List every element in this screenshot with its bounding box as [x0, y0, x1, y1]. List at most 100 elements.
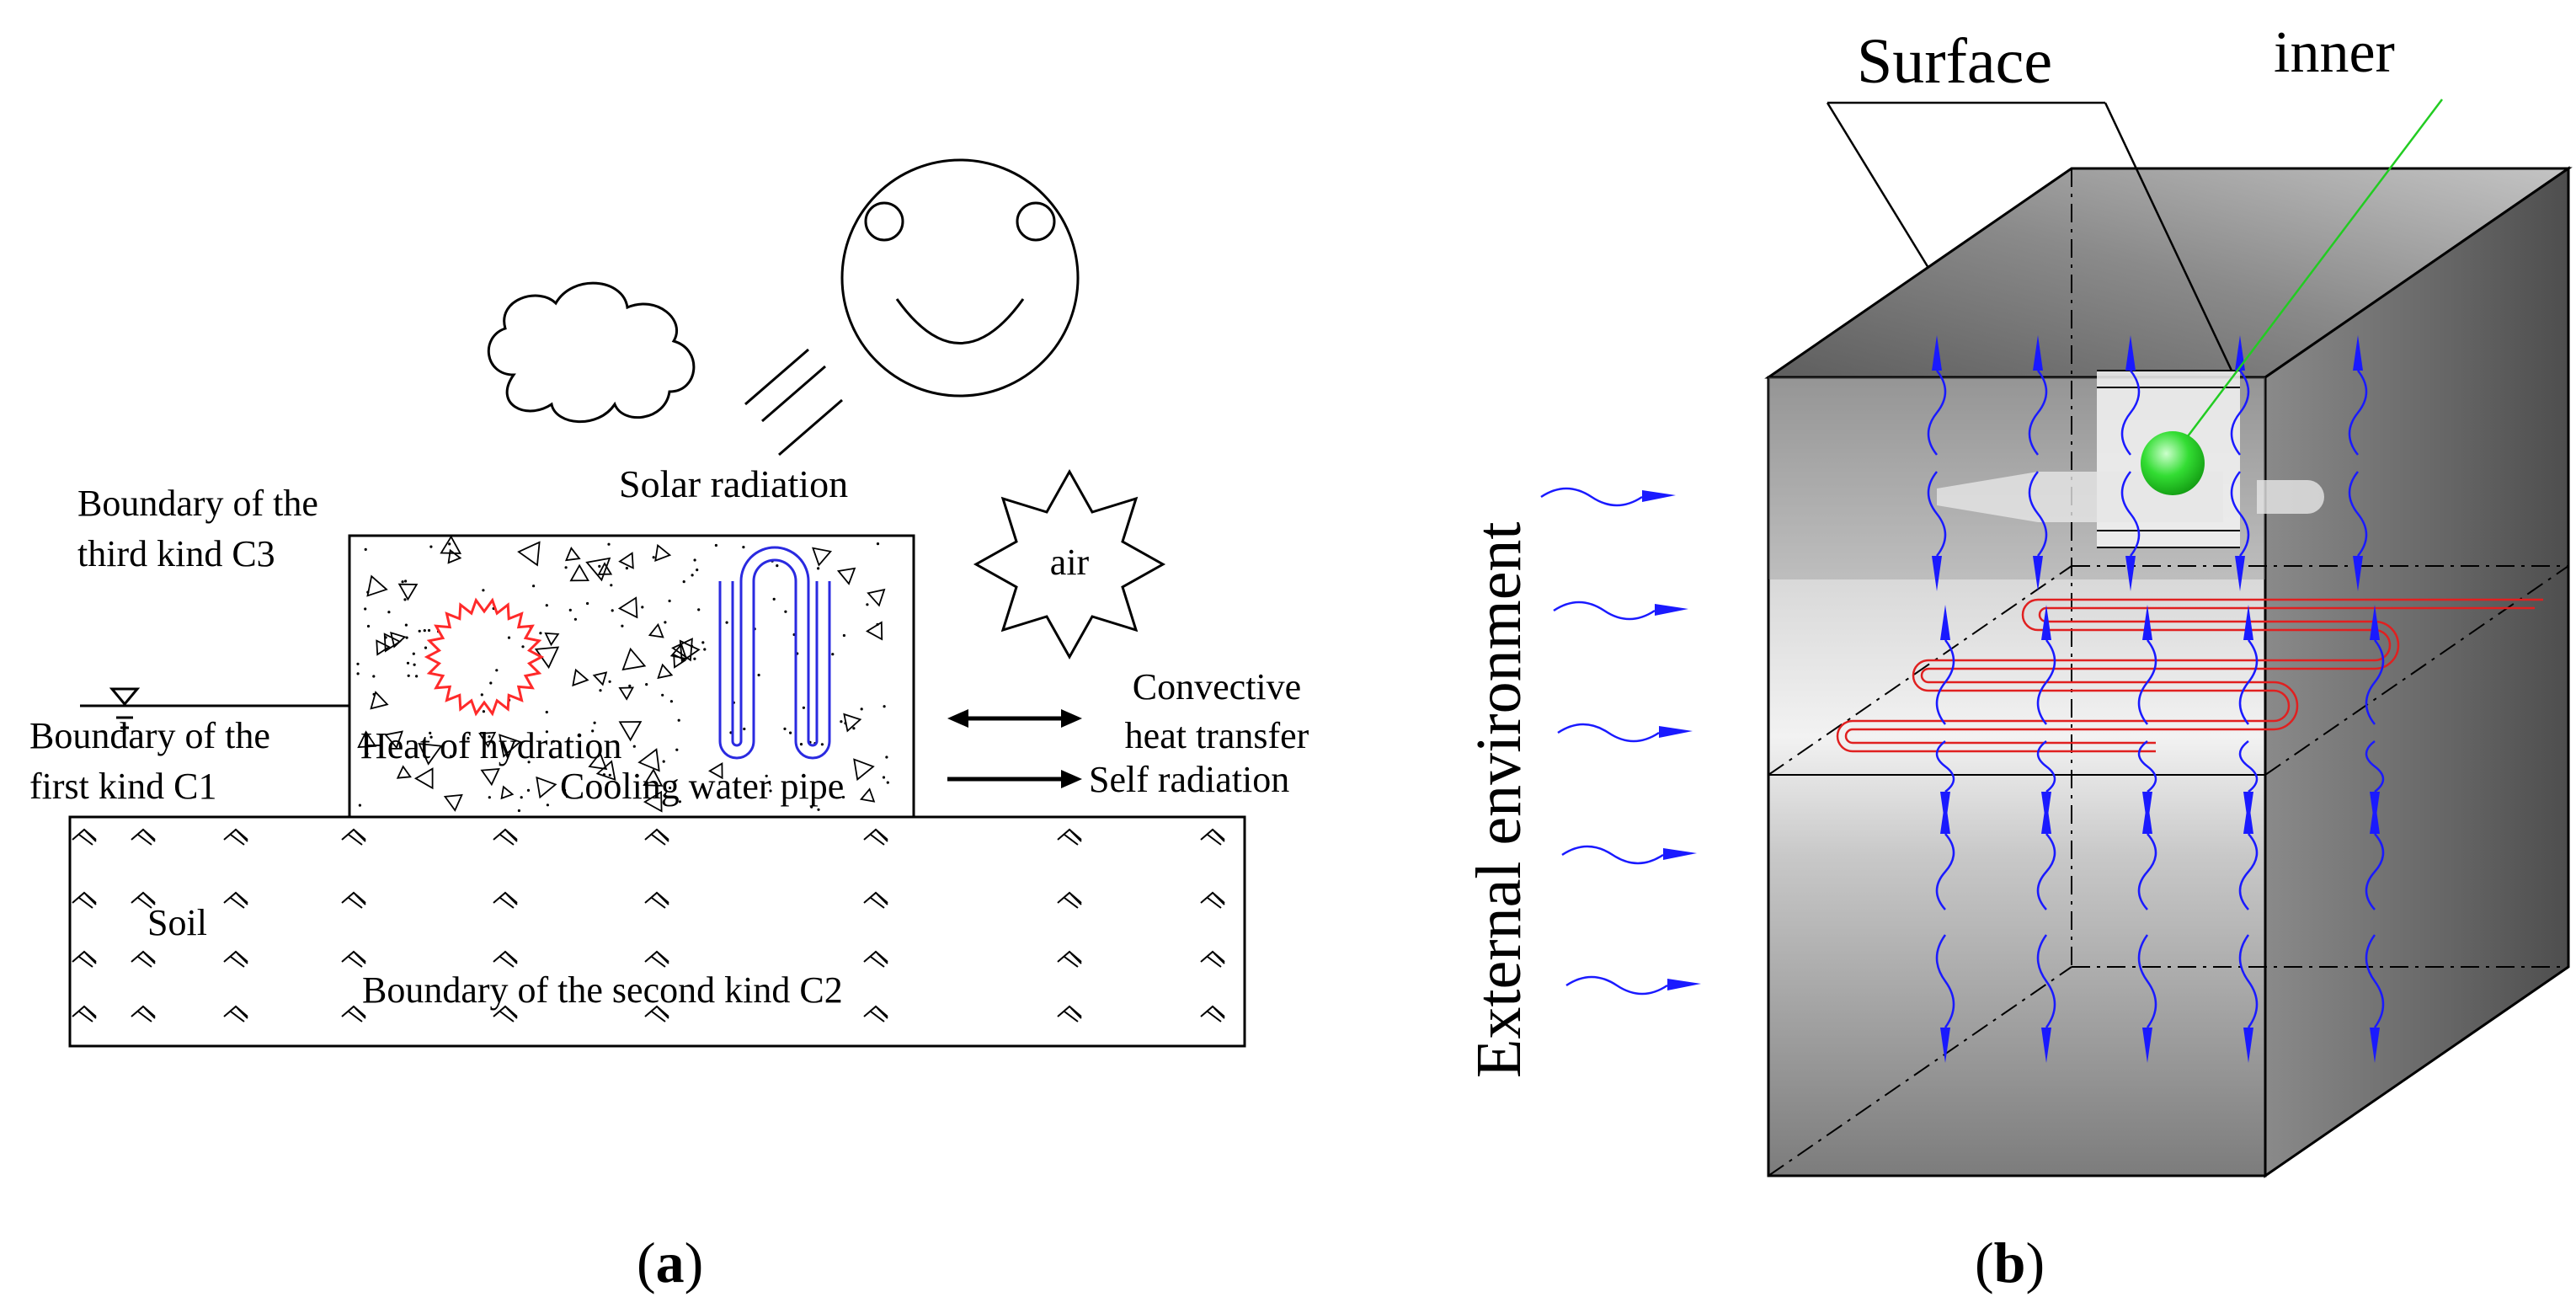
box-hidden-edges — [1768, 168, 2569, 1177]
soil-hatch-mark — [1200, 1005, 1225, 1022]
aggregate-dot — [546, 803, 550, 807]
aggregate-dot — [495, 669, 499, 672]
soil-hatch-mark — [72, 950, 97, 968]
internal-heat-arrow — [2238, 833, 2259, 910]
aggregate-dot — [427, 628, 431, 633]
internal-heat-arrow — [2120, 370, 2141, 456]
aggregate-dot — [404, 579, 408, 583]
soil-hatch-mark — [1057, 1005, 1082, 1022]
external-heat-arrow-head — [1659, 726, 1693, 738]
aggregate-mark — [643, 768, 664, 787]
aggregate-dot — [669, 786, 672, 790]
panel-b: External environment — [1464, 20, 2573, 1178]
aggregate-mark — [597, 562, 613, 575]
internal-heat-arrow-head — [2243, 605, 2253, 640]
internal-heat-arrow — [2365, 639, 2385, 725]
aggregate-dot — [783, 727, 787, 731]
soil-hatch-mark — [341, 828, 366, 846]
aggregate-dot — [488, 796, 491, 799]
soil-hatch-mark — [72, 891, 97, 909]
aggregate-dot — [356, 662, 360, 665]
sun-icon — [840, 158, 1080, 398]
internal-heat-arrow — [2120, 471, 2141, 557]
aggregate-dot — [882, 776, 886, 779]
inner-leader-line — [2187, 99, 2443, 437]
soil-hatch-mark — [863, 1005, 888, 1022]
aggregate-dot — [611, 609, 614, 612]
aggregate-dot — [405, 636, 408, 639]
air-label: air — [1050, 542, 1090, 583]
internal-heat-arrow — [2137, 639, 2157, 725]
aggregate-dot — [412, 652, 415, 655]
internal-heat-arrow-head — [1932, 556, 1942, 591]
aggregate-dot — [563, 788, 567, 792]
internal-heat-arrow — [2036, 934, 2056, 1028]
internal-heat-arrow-head — [2353, 556, 2363, 591]
internal-heat-arrow — [1935, 639, 1955, 725]
surface-leader-lines — [1826, 101, 2233, 371]
aggregate-dot — [527, 761, 531, 764]
aggregate-dot — [358, 803, 361, 807]
aggregate-dot — [769, 789, 772, 793]
aggregate-mark — [588, 751, 608, 771]
aggregate-dot — [852, 727, 856, 730]
aggregate-dot — [429, 735, 433, 739]
internal-heat-arrow — [2230, 471, 2250, 557]
internal-heat-arrow-head — [2370, 1028, 2380, 1063]
aggregate-dot — [573, 617, 578, 621]
aggregate-dot — [423, 629, 426, 633]
aggregate-mark — [480, 767, 500, 787]
aggregate-dot — [482, 589, 485, 592]
internal-heat-arrow-head — [1940, 1028, 1950, 1063]
aggregate-mark — [637, 748, 660, 772]
aggregate-dot — [886, 781, 889, 784]
aggregate-dot — [742, 546, 745, 549]
aggregate-mark — [440, 535, 462, 554]
boundary-third-kind-label-line2: third kind C3 — [77, 533, 275, 574]
aggregate-dot — [697, 608, 701, 611]
aggregate-mark — [357, 730, 377, 749]
soil-hatch-mark — [493, 828, 518, 846]
aggregate-dot — [675, 748, 679, 751]
soil-hatch-mark — [131, 1005, 156, 1022]
aggregate-dot — [598, 564, 601, 569]
soil-hatch-mark — [644, 950, 669, 968]
solar-rays-icon — [744, 348, 843, 456]
internal-heat-arrow-head — [2243, 1028, 2253, 1063]
external-heat-arrow-head — [1667, 979, 1701, 990]
aggregate-mark — [544, 632, 560, 647]
aggregate-dot — [565, 795, 569, 798]
aggregate-dot — [356, 672, 360, 675]
aggregate-dot — [482, 710, 486, 713]
aggregate-dot — [418, 629, 421, 633]
air-star-icon — [973, 468, 1166, 660]
soil-hatch-mark — [1057, 891, 1082, 909]
aggregate-dot — [552, 739, 555, 743]
aggregate-dot — [776, 564, 779, 568]
aggregate-dot — [701, 641, 705, 644]
soil-hatch-pattern — [72, 828, 1225, 1022]
aggregate-dot — [860, 707, 863, 711]
internal-heat-arrow — [1935, 833, 1955, 910]
boundary-second-kind-label: Boundary of the second kind C2 — [362, 969, 843, 1011]
external-heat-arrow — [1553, 601, 1656, 621]
aggregate-dot — [799, 743, 803, 746]
aggregate-dot — [449, 755, 453, 758]
internal-heat-arrow-head — [2125, 556, 2136, 591]
self-radiation-label: Self radiation — [1089, 759, 1289, 800]
internal-heat-arrow — [1935, 740, 1955, 793]
aggregate-mark — [376, 639, 391, 656]
internal-heat-arrow — [2365, 833, 2385, 910]
aggregate-dot — [488, 735, 491, 739]
internal-heat-arrow — [1935, 934, 1955, 1028]
external-heat-arrow — [1557, 723, 1660, 743]
aggregate-dot — [415, 675, 419, 678]
aggregate-dot — [608, 680, 611, 683]
convective-label-line1: Convective — [1133, 666, 1301, 707]
aggregate-dot — [668, 599, 671, 603]
internal-heat-arrow — [2348, 370, 2368, 456]
aggregate-mark — [859, 787, 876, 803]
soil-hatch-mark — [223, 828, 248, 846]
aggregate-dot — [714, 543, 718, 547]
